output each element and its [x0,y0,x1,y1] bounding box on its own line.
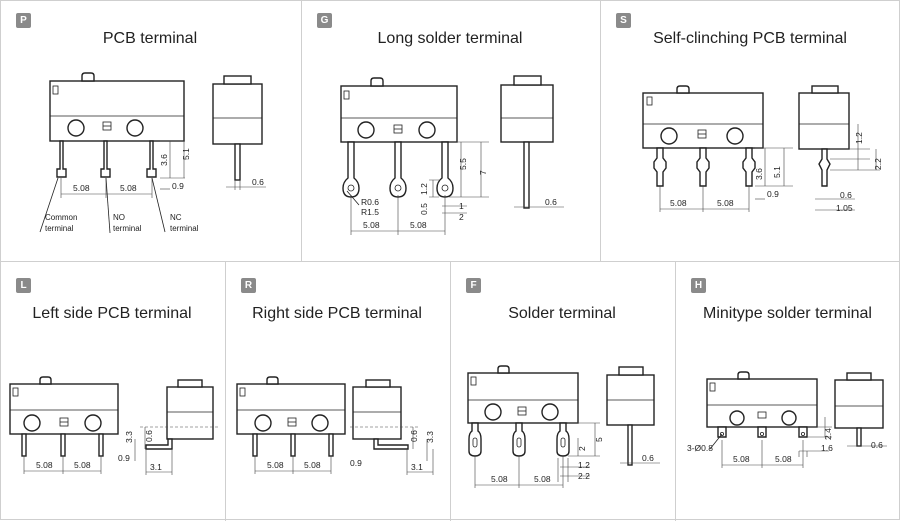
long-solder-terminal-drawing: 5.08 5.08 R0.6 R1.5 5.5 7 0.5 1.2 1 2 0.… [340,75,564,235]
dim-label: 5.08 [534,474,551,484]
dim-label: 0.6 [409,430,419,442]
dim-label: 2 [459,212,464,222]
dim-label: 0.5 [419,203,429,215]
dim-label: 0.6 [840,190,852,200]
dim-label: 5.1 [181,148,191,160]
dim-label: 1.05 [836,203,853,213]
dim-label: 2 [577,446,587,451]
dim-label: 7 [478,170,488,175]
dim-label: 5.08 [410,220,427,230]
divider [675,261,676,521]
panel-badge: L [16,278,31,293]
dim-label: 3-Ø0.8 [687,443,713,453]
left-side-terminal-drawing: 5.08 5.08 3.3 0.6 0.9 3.1 [9,376,218,475]
panel-badge: S [616,13,631,28]
dim-label: 0.6 [252,177,264,187]
panel-badge: P [16,13,31,28]
self-clinching-terminal-drawing: 5.08 5.08 3.6 5.1 0.9 1.2 2.2 0.6 1.05 [642,85,883,213]
side-view-body [352,386,402,440]
dim-label: 3.1 [411,462,423,472]
divider [301,1,302,261]
dim-label: R0.6 [361,197,379,207]
dim-label: 5.1 [772,166,782,178]
dim-label: 3.1 [150,462,162,472]
dim-label: 5.08 [120,183,137,193]
panel-title: Solder terminal [508,305,616,322]
dim-label: 0.6 [144,430,154,442]
dim-label: 0.6 [871,440,883,450]
dim-label: 2.4 [823,428,833,440]
dim-label: 1.2 [578,460,590,470]
dim-label: 0.9 [118,453,130,463]
panel-badge: H [691,278,706,293]
panel-title: Self-clinching PCB terminal [653,30,847,47]
side-view-body [834,379,884,429]
switch-body [467,372,579,424]
panel-badge: F [466,278,481,293]
dim-label: 3.3 [124,431,134,443]
dim-label: 3.6 [754,168,764,180]
dim-label: 5.08 [717,198,734,208]
panel-badge: G [317,13,332,28]
actuator [81,72,95,82]
side-view-body [166,386,214,440]
panel-right-side-pcb-terminal: R Right side PCB terminal 5.08 5.08 0.9 … [225,0,449,520]
dim-label: 5.08 [74,460,91,470]
terminal-label: Common [45,213,77,222]
switch-body [706,378,818,428]
panel-pcb-terminal: P PCB terminal 5.08 5.08 3.6 5.1 0.9 Com… [0,0,300,260]
pcb-terminal-drawing: 5.08 5.08 3.6 5.1 0.9 Common terminal NO… [39,72,266,234]
minitype-solder-terminal-drawing: 3-Ø0.8 5.08 5.08 2.4 1.6 0.6 [687,371,887,468]
panel-title: PCB terminal [102,30,198,47]
dim-label: 2.2 [578,471,590,481]
dim-label: 1.2 [419,183,429,195]
terminal-label: terminal [170,224,199,233]
dim-label: 0.9 [767,189,779,199]
dim-label: 0.6 [642,453,654,463]
dim-label: 2.2 [873,158,883,170]
divider [600,1,601,261]
dim-label: 1 [459,201,464,211]
dim-label: 5.08 [267,460,284,470]
panel-title: Long solder terminal [377,30,523,47]
dim-label: 5.08 [304,460,321,470]
panel-long-solder-terminal: G Long solder terminal 5.08 5.08 R0.6 R1… [301,0,599,260]
panel-solder-terminal: F Solder terminal 5.08 5.08 2 5 1.2 2.2 … [450,0,674,520]
dim-label: 5.5 [458,158,468,170]
dim-label: 5.08 [775,454,792,464]
side-view-body [798,92,850,150]
panel-left-side-pcb-terminal: L Left side PCB terminal 5.08 5.08 3.3 0… [0,0,224,520]
divider [450,261,451,521]
dim-label: 5.08 [670,198,687,208]
divider [225,261,226,521]
panel-badge: R [241,278,256,293]
dim-label: 5.08 [73,183,90,193]
dim-label: 5.08 [36,460,53,470]
dim-label: 3.3 [425,431,435,443]
solder-terminal-drawing: 5.08 5.08 2 5 1.2 2.2 0.6 [467,365,660,488]
dim-label: 5 [594,437,604,442]
dim-label: 1.2 [854,132,864,144]
right-side-terminal-drawing: 5.08 5.08 0.9 0.6 3.3 3.1 [236,376,435,475]
panel-self-clinching-pcb-terminal: S Self-clinching PCB terminal 5.08 5.08 … [600,0,900,260]
dim-label: 0.9 [172,181,184,191]
terminal-label: terminal [113,224,142,233]
dim-label: 1.6 [821,443,833,453]
dim-label: 5.08 [491,474,508,484]
dim-label: 5.08 [363,220,380,230]
dim-label: 0.6 [545,197,557,207]
side-view-body [212,83,263,145]
dim-label: 5.08 [733,454,750,464]
panel-minitype-solder-terminal: H Minitype solder terminal 3-Ø0.8 5.08 5… [675,0,900,520]
dim-label: 3.6 [159,154,169,166]
panel-title: Right side PCB terminal [252,305,422,322]
panel-title: Minitype solder terminal [703,305,872,322]
dim-label: R1.5 [361,207,379,217]
terminal-label: NO [113,213,125,222]
terminal-label: terminal [45,224,74,233]
terminal-label: NC [170,213,182,222]
switch-body [236,383,346,435]
dim-label: 0.9 [350,458,362,468]
panel-title: Left side PCB terminal [32,305,192,322]
